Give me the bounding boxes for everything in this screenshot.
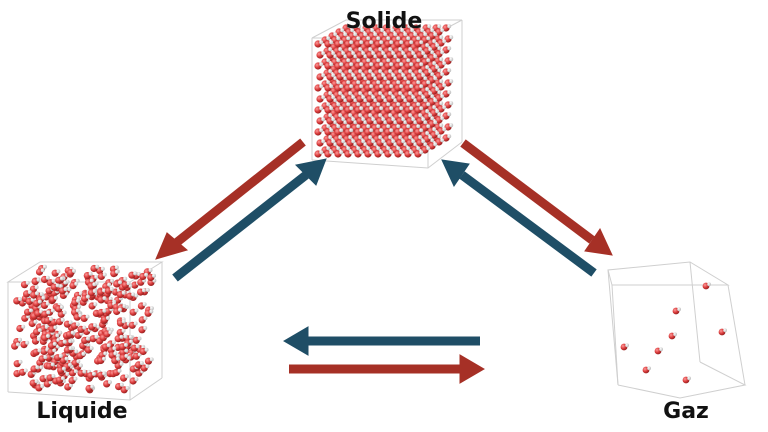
liquid-label: Liquide [36, 399, 127, 424]
gas-box [607, 261, 747, 399]
liquid-to-solid-arrow [172, 158, 327, 282]
gas-molecules-icon [620, 282, 727, 384]
liquid-molecules-icon [11, 264, 157, 394]
solid-box [311, 19, 463, 169]
liquid-box [6, 261, 164, 401]
solid-label: Solide [346, 9, 423, 34]
gas-box-frame [607, 261, 747, 399]
gas-to-solid-arrow [441, 159, 597, 277]
solid-lattice-icon [314, 24, 454, 158]
gas-label: Gaz [663, 399, 709, 424]
liquid-to-gas-arrow [289, 354, 485, 384]
gas-to-liquid-arrow [283, 326, 480, 356]
solid-to-liquid-arrow [155, 138, 306, 260]
solid-to-gas-arrow [460, 139, 613, 256]
